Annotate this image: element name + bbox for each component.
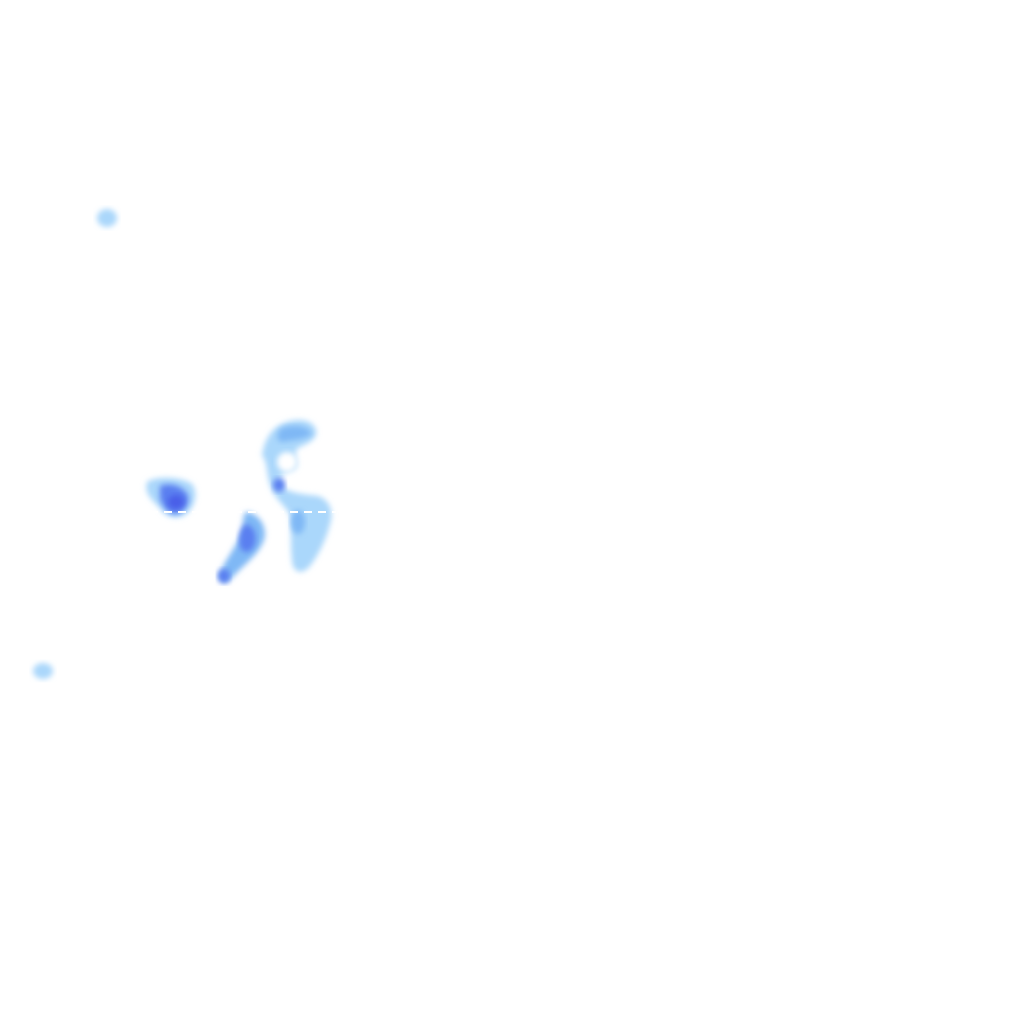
echo-small-top-left [97,209,117,227]
echo-core [273,478,285,492]
echo-small-bottom-left [33,663,53,679]
echo-right-main [262,420,332,572]
echo-shape [97,209,117,227]
echo-core [239,524,256,552]
echo-core-lower [291,510,305,534]
echo-tail [218,569,230,583]
echo-shape [262,420,332,572]
echo-peak [168,495,184,509]
echo-center-south [218,512,265,583]
echo-band [277,426,312,442]
echo-left-cluster [146,477,196,518]
echo-hole [277,452,297,472]
echo-shape [33,663,53,679]
